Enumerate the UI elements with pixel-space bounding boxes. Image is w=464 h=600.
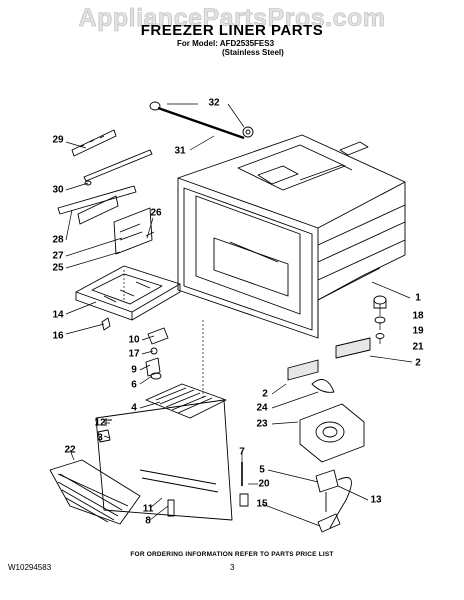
part-clip-16 [101,317,111,331]
part-control-group [145,327,169,380]
callout-1: 1 [415,292,421,304]
page-number: 3 [230,563,235,572]
callout-10: 10 [128,334,140,346]
document-number: W10294583 [8,563,52,572]
callout-27: 27 [52,250,64,262]
callout-22: 22 [64,444,76,456]
callout-25: 25 [52,262,64,274]
callout-24: 24 [256,402,268,414]
part-shaft-assembly [149,101,254,140]
ordering-note: FOR ORDERING INFORMATION REFER TO PARTS … [130,551,334,558]
callout-5: 5 [259,464,265,476]
part-toe-grille [49,459,141,525]
part-shelf-tray [75,265,181,321]
callout-12: 12 [94,417,106,429]
callout-6: 6 [131,379,137,391]
callout-13: 13 [370,494,382,506]
callout-11: 11 [142,503,154,515]
callout-17: 17 [128,348,140,360]
part-rear-panel [95,399,233,521]
part-rods [239,462,249,507]
callout-19: 19 [412,325,424,337]
callout-28: 28 [52,234,64,246]
part-gaskets [287,337,371,381]
part-knob-stack [373,295,387,339]
part-freezer-liner [177,134,406,339]
callout-31: 31 [174,145,186,157]
variant-line: (Stainless Steel) [222,48,284,57]
part-fan-shroud [299,379,365,463]
callout-21: 21 [412,341,424,353]
callout-20: 20 [258,478,270,490]
part-grille [145,383,227,419]
callout-4: 4 [131,402,137,414]
part-motor-group [315,469,352,533]
callout-30: 30 [52,184,64,196]
callout-7: 7 [239,446,245,458]
callout-2-upper: 2 [415,357,421,369]
callout-26: 26 [150,207,162,219]
model-line: For Model: AFD2535FES3 [177,39,275,48]
part-screw-clip [97,418,112,443]
part-rail-upper [71,129,153,186]
callout-9: 9 [131,364,137,376]
callout-18: 18 [412,310,424,322]
callout-15: 15 [256,498,268,510]
callout-23: 23 [256,418,268,430]
callout-32: 32 [208,97,220,109]
callout-3: 3 [97,432,103,444]
page-title: FREEZER LINER PARTS [140,22,324,39]
callout-2-lower: 2 [262,388,268,400]
watermark: AppliancePartsPros.com [78,4,386,33]
part-side-rail [57,185,155,255]
callout-29: 29 [52,134,64,146]
callout-16: 16 [52,330,64,342]
callout-14: 14 [52,309,64,321]
callout-8: 8 [145,515,151,527]
